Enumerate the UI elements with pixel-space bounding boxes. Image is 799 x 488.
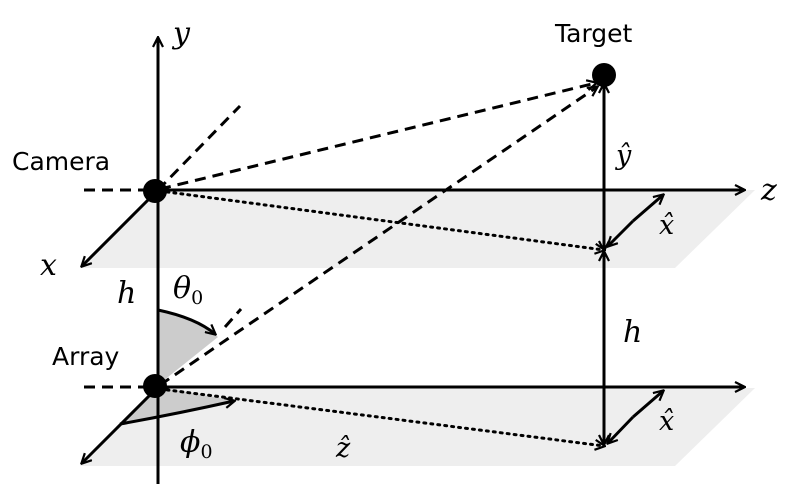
camera-projection-dotted: [158, 189, 604, 250]
theta-wedge: [158, 310, 218, 385]
theta-arc: [157, 308, 215, 334]
theta-subscript: 0: [191, 287, 203, 309]
h-right-label: h: [623, 315, 642, 350]
array-to-target-ray: [159, 87, 597, 387]
camera-x-axis: [82, 188, 160, 266]
x-hat-bottom-arrow-a: [632, 391, 663, 419]
array-plane: [80, 388, 755, 466]
array-x-axis: [82, 385, 160, 463]
x-hat-top-arrow-b: [608, 219, 635, 246]
array-label: Array: [52, 342, 120, 371]
array-point: [143, 374, 167, 398]
x-hat-bottom-arrow-b: [608, 415, 635, 443]
x-hat-top-arrow-a: [632, 195, 663, 223]
theta-symbol: θ: [173, 271, 191, 306]
phi-arc: [119, 401, 234, 426]
x-hat-top-label: x̂: [659, 210, 674, 241]
phi-subscript: 0: [200, 441, 212, 463]
camera-label: Camera: [12, 147, 110, 176]
z-hat-label: ẑ: [335, 433, 351, 464]
target-point: [592, 63, 616, 87]
camera-dashed-ray: [156, 104, 242, 192]
h-left-label: h: [117, 276, 136, 311]
y-axis-label: y: [171, 16, 191, 51]
camera-point: [143, 179, 167, 203]
theta-arc-dashed-mark: [223, 308, 243, 328]
phi-symbol: ϕ: [180, 425, 200, 460]
camera-to-target-ray: [159, 83, 596, 191]
phi-label: ϕ0: [180, 425, 213, 463]
z-axis-label: z: [760, 173, 777, 208]
array-projection-dotted: [158, 387, 604, 446]
y-hat-label: ŷ: [615, 140, 632, 171]
x-axis-label: x: [40, 248, 57, 283]
x-hat-bottom-label: x̂: [659, 406, 674, 437]
target-label: Target: [554, 19, 633, 48]
theta-label: θ0: [173, 271, 203, 309]
